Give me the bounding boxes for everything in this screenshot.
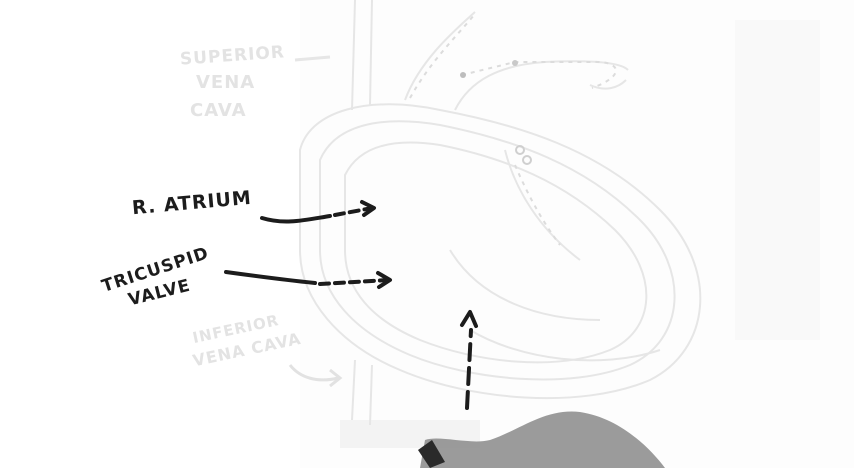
vessel-dot-2 [512,60,518,66]
flow-dots-septum [514,164,561,246]
ivc-faint-arrowhead [329,368,343,388]
r-atrium-arrow-dashes [333,206,374,217]
board-panel-right [735,20,820,340]
septum-curve [504,149,581,261]
ivc-up-arrowhead [460,310,478,328]
lower-chamber-line [449,249,601,321]
svc-vessel [351,0,356,111]
vessel-dot [460,72,466,78]
flow-dots-pulmonary [461,60,617,89]
r-atrium-arrowhead [360,200,376,217]
pulmonary-trunk [454,60,629,111]
heart-outline-outer [299,103,702,400]
tricuspid-arrow-dashes [318,278,390,286]
heart-outline-mid [319,120,676,381]
aortic-arch-left [404,11,476,101]
label-svc-line-3: CAVA [190,100,247,121]
flow-dots-aorta [409,13,476,99]
svc-faint-arrow [294,55,331,62]
r-atrium-arrow [260,214,332,224]
hand-shadow [420,411,665,468]
heart-outline-inner [344,141,648,364]
svc-vessel-2 [369,0,373,106]
tricuspid-arrowhead [376,271,392,289]
ivc-faint-arrow [288,364,339,382]
ivc-vessel-2 [369,364,373,426]
apex-line [469,329,661,362]
ivc-vessel [351,359,356,421]
label-svc-line-2: VENA [196,72,256,93]
board-panel-left [0,0,300,468]
ivc-up-arrow [465,328,473,410]
valve-dot-b [522,155,532,165]
valve-dot-a [515,145,525,155]
vessel-right [589,79,627,90]
marker-tip [418,440,445,468]
tricuspid-arrow [224,270,317,285]
